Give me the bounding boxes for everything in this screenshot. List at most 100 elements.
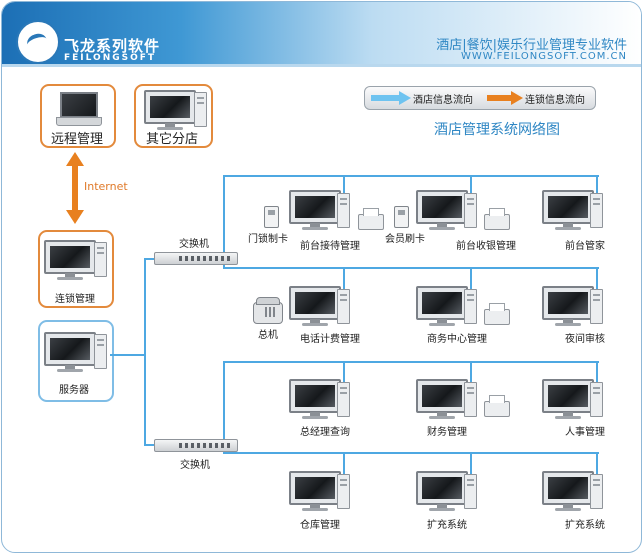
switch-bottom-link — [144, 444, 156, 446]
printer-icon — [484, 208, 510, 230]
lower-bus-row1 — [223, 361, 599, 363]
pc-tower-icon — [590, 289, 603, 324]
laptop-icon — [56, 92, 102, 126]
monitor-icon — [542, 286, 594, 326]
drop-phone-billing — [343, 267, 345, 289]
lower-bus-vertical — [223, 361, 225, 452]
pc-tower-icon — [94, 334, 107, 369]
drop-warehouse — [343, 452, 345, 474]
pc-tower-icon — [337, 382, 350, 417]
monitor-icon — [44, 240, 96, 280]
pc-tower-icon — [464, 474, 477, 509]
brand-name: 飞龙系列软件 — [64, 37, 161, 55]
chain-management-node: 连锁管理 — [38, 230, 114, 308]
pc-tower-icon — [590, 193, 603, 228]
brand-name-english: FEILONGSOFT — [64, 53, 157, 63]
website-url: WWW.FEILONGSOFT.COM.CN — [460, 51, 627, 62]
monitor-icon — [542, 190, 594, 230]
monitor-icon — [542, 471, 594, 511]
housekeeping-label: 前台管家 — [565, 241, 605, 252]
monitor-icon — [289, 190, 341, 230]
drop-night-audit — [596, 267, 598, 289]
header-banner — [2, 2, 641, 64]
pc-tower-icon — [590, 382, 603, 417]
upper-bus-vertical — [223, 175, 225, 268]
switch-top-label: 交换机 — [179, 239, 209, 250]
member-card-reader-icon — [394, 206, 409, 228]
chain-management-label: 连锁管理 — [55, 294, 95, 305]
legend-hotel-flow-label: 酒店信息流向 — [413, 95, 473, 106]
printer-icon — [484, 303, 510, 325]
finance-label: 财务管理 — [427, 427, 467, 438]
drop-housekeeping — [596, 175, 598, 193]
cashier-label: 前台收银管理 — [456, 241, 516, 252]
branch-store-label: 其它分店 — [146, 132, 199, 147]
pbx-label: 总机 — [258, 330, 278, 341]
drop-expansion-1 — [470, 452, 472, 474]
pc-tower-icon — [194, 92, 207, 127]
internet-label: Internet — [84, 180, 128, 193]
network-switch-icon — [154, 252, 238, 265]
internet-link-arrow-icon — [66, 152, 84, 224]
printer-icon — [484, 395, 510, 417]
monitor-icon — [416, 286, 468, 326]
drop-hr — [596, 361, 598, 383]
backbone-vertical — [144, 258, 146, 444]
server-label: 服务器 — [59, 385, 89, 396]
lower-bus-row2 — [223, 452, 599, 454]
dragon-logo-icon — [16, 20, 60, 64]
night-audit-label: 夜间审核 — [565, 334, 605, 345]
monitor-icon — [289, 471, 341, 511]
drop-expansion-2 — [596, 452, 598, 474]
pc-tower-icon — [337, 193, 350, 228]
server-link — [110, 354, 144, 356]
header-divider — [2, 64, 641, 67]
drop-cashier — [470, 175, 472, 193]
hotel-flow-arrow-icon — [371, 91, 411, 105]
member-card-label: 会员刷卡 — [385, 234, 425, 245]
upper-bus-row1 — [223, 175, 599, 177]
network-switch-icon — [154, 439, 238, 452]
pc-tower-icon — [464, 289, 477, 324]
chain-flow-arrow-icon — [487, 91, 523, 105]
gm-query-label: 总经理查询 — [300, 427, 350, 438]
monitor-icon — [44, 332, 96, 372]
printer-icon — [358, 208, 384, 230]
business-center-label: 商务中心管理 — [427, 334, 487, 345]
monitor-icon — [289, 286, 341, 326]
legend-chain-flow-label: 连锁信息流向 — [525, 95, 585, 106]
pc-tower-icon — [337, 474, 350, 509]
upper-bus-row2 — [223, 267, 599, 269]
door-card-encoder-icon — [264, 206, 279, 228]
server-node: 服务器 — [38, 320, 114, 402]
hr-label: 人事管理 — [565, 427, 605, 438]
monitor-icon — [542, 379, 594, 419]
monitor-icon — [416, 190, 468, 230]
pbx-phone-icon — [253, 297, 283, 324]
phone-billing-label: 电话计费管理 — [300, 334, 360, 345]
remote-management-node: 远程管理 — [40, 84, 116, 148]
monitor-icon — [289, 379, 341, 419]
branch-store-node: 其它分店 — [134, 84, 213, 148]
remote-management-label: 远程管理 — [51, 132, 104, 147]
pc-tower-icon — [590, 474, 603, 509]
pc-tower-icon — [464, 382, 477, 417]
monitor-icon — [416, 471, 468, 511]
warehouse-label: 仓库管理 — [300, 520, 340, 531]
expansion-system-label: 扩充系统 — [427, 520, 467, 531]
monitor-icon — [416, 379, 468, 419]
switch-top-link — [144, 258, 156, 260]
drop-finance — [470, 361, 472, 383]
expansion-system-label: 扩充系统 — [565, 520, 605, 531]
door-card-label: 门锁制卡 — [248, 234, 288, 245]
drop-gm-query — [343, 361, 345, 383]
flow-legend: 酒店信息流向 连锁信息流向 — [364, 86, 596, 110]
diagram-title: 酒店管理系统网络图 — [434, 122, 560, 138]
switch-bottom-label: 交换机 — [180, 460, 210, 471]
reception-label: 前台接待管理 — [300, 241, 360, 252]
pc-tower-icon — [464, 193, 477, 228]
tagline: 酒店|餐饮|娱乐行业管理专业软件 — [436, 38, 627, 53]
pc-tower-icon — [337, 289, 350, 324]
